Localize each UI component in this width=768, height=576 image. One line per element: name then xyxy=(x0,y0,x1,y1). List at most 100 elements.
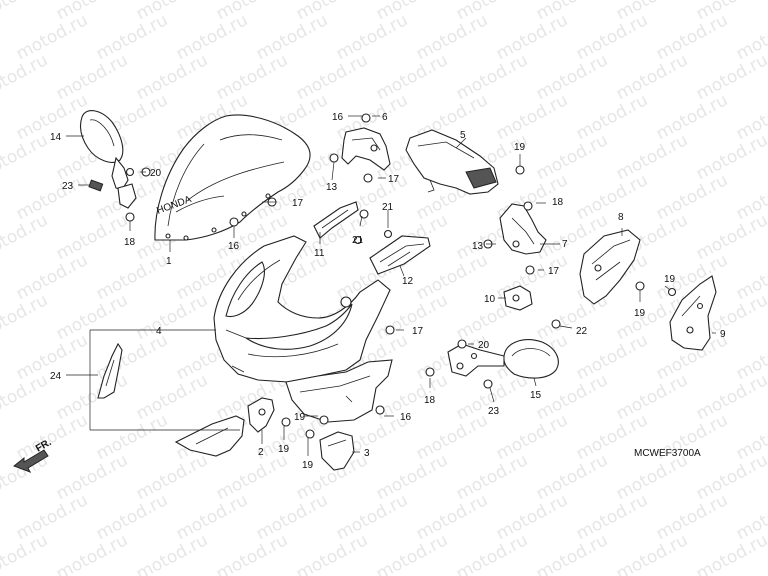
watermark-text: motod.ru xyxy=(613,370,691,424)
watermark-text: motod.ru xyxy=(13,250,91,304)
duct-12 xyxy=(369,235,431,275)
watermark-text: motod.ru xyxy=(653,490,731,544)
watermark-text: motod.ru xyxy=(693,530,768,576)
watermark-text: motod.ru xyxy=(693,450,768,504)
watermark-text: motod.ru xyxy=(53,290,131,344)
callout-2: 2 xyxy=(258,447,264,458)
watermark-text: motod.ru xyxy=(0,130,51,184)
watermark-text: motod.ru xyxy=(133,530,211,576)
watermark-text: motod.ru xyxy=(53,530,131,576)
watermark-text: motod.ru xyxy=(453,450,531,504)
watermark-text: motod.ru xyxy=(293,530,371,576)
callout-11: 11 xyxy=(314,248,325,259)
inner-panel-8 xyxy=(579,229,641,305)
watermark-text: motod.ru xyxy=(493,10,571,64)
callout-12: 12 xyxy=(402,276,414,287)
watermark-text: motod.ru xyxy=(13,10,91,64)
cover-2 xyxy=(247,397,275,433)
watermark-text: motod.ru xyxy=(13,170,91,224)
watermark-text: motod.ru xyxy=(533,370,611,424)
watermark-text: motod.ru xyxy=(133,50,211,104)
callout-19: 19 xyxy=(634,308,646,319)
callout-17: 17 xyxy=(388,174,400,185)
cover-3 xyxy=(319,431,355,471)
watermark-text: motod.ru xyxy=(373,450,451,504)
callout-16: 16 xyxy=(332,112,344,123)
watermark-text: motod.ru xyxy=(413,250,491,304)
callout-5: 5 xyxy=(460,130,466,141)
callout-9: 9 xyxy=(720,329,726,340)
windscreen: HONDA xyxy=(154,114,311,241)
watermark-text: motod.ru xyxy=(0,210,51,264)
callout-16: 16 xyxy=(400,412,412,423)
callout-17: 17 xyxy=(548,266,560,277)
callout-20: 20 xyxy=(150,168,162,179)
bracket-6 xyxy=(341,127,391,171)
callout-6: 6 xyxy=(382,112,388,123)
watermark-text: motod.ru xyxy=(93,250,171,304)
callout-19: 19 xyxy=(514,142,526,153)
watermark-text: motod.ru xyxy=(213,50,291,104)
watermark-text: motod.ru xyxy=(173,10,251,64)
callout-14: 14 xyxy=(50,132,62,143)
watermark-text: motod.ru xyxy=(573,330,651,384)
mirror-right xyxy=(447,339,559,379)
watermark-text: motod.ru xyxy=(493,410,571,464)
upper-cowl-4 xyxy=(213,235,391,383)
watermark-text: motod.ru xyxy=(493,90,571,144)
callout-19: 19 xyxy=(278,444,290,455)
mirror-left xyxy=(79,110,137,222)
watermark-text: motod.ru xyxy=(573,10,651,64)
stay-7 xyxy=(499,203,547,255)
callout-18: 18 xyxy=(124,237,136,248)
lower-cowl-4 xyxy=(285,359,393,423)
callout-13: 13 xyxy=(326,182,338,193)
callout-16: 16 xyxy=(228,241,240,252)
callout-23: 23 xyxy=(62,181,74,192)
bracket-10 xyxy=(503,285,533,311)
watermark-text: motod.ru xyxy=(93,490,171,544)
watermark-text: motod.ru xyxy=(53,50,131,104)
watermark-text: motod.ru xyxy=(453,50,531,104)
callout-22: 22 xyxy=(576,326,588,337)
callout-10: 10 xyxy=(484,294,496,305)
inner-panel-24 xyxy=(97,342,123,399)
watermark-text: motod.ru xyxy=(173,490,251,544)
watermark-text: motod.ru xyxy=(653,170,731,224)
watermark-text: motod.ru xyxy=(213,530,291,576)
watermark-text: motod.ru xyxy=(453,530,531,576)
watermark-text: motod.ru xyxy=(573,90,651,144)
watermark-text: motod.ru xyxy=(413,410,491,464)
callout-18: 18 xyxy=(552,197,564,208)
watermark-text: motod.ru xyxy=(653,90,731,144)
callout-19: 19 xyxy=(294,412,306,423)
watermark-text: motod.ru xyxy=(373,50,451,104)
callout-15: 15 xyxy=(530,390,542,401)
callout-20: 20 xyxy=(478,340,490,351)
headlight-housing-5 xyxy=(405,129,499,195)
callout-19: 19 xyxy=(664,274,676,285)
watermark-text: motod.ru xyxy=(613,530,691,576)
watermark-text: motod.ru xyxy=(693,210,768,264)
watermark-text: motod.ru xyxy=(213,450,291,504)
watermark-text: motod.ru xyxy=(13,490,91,544)
watermark-text: motod.ru xyxy=(333,490,411,544)
watermark-text: motod.ru xyxy=(53,210,131,264)
callout-23: 23 xyxy=(488,406,500,417)
callout-18: 18 xyxy=(424,395,436,406)
watermark-text: motod.ru xyxy=(253,490,331,544)
watermark-text: motod.ru xyxy=(533,450,611,504)
watermark-text: motod.ru xyxy=(413,490,491,544)
watermark-text: motod.ru xyxy=(613,130,691,184)
watermark-text: motod.ru xyxy=(0,370,51,424)
watermark-text: motod.ru xyxy=(693,130,768,184)
inner-bracket-9 xyxy=(669,275,717,351)
watermark-text: motod.ru xyxy=(0,50,51,104)
callout-17: 17 xyxy=(292,198,304,209)
watermark-text: motod.ru xyxy=(133,450,211,504)
callout-19: 19 xyxy=(302,460,314,471)
callout-3: 3 xyxy=(364,448,370,459)
watermark-text: motod.ru xyxy=(613,50,691,104)
watermark-text: motod.ru xyxy=(0,290,51,344)
